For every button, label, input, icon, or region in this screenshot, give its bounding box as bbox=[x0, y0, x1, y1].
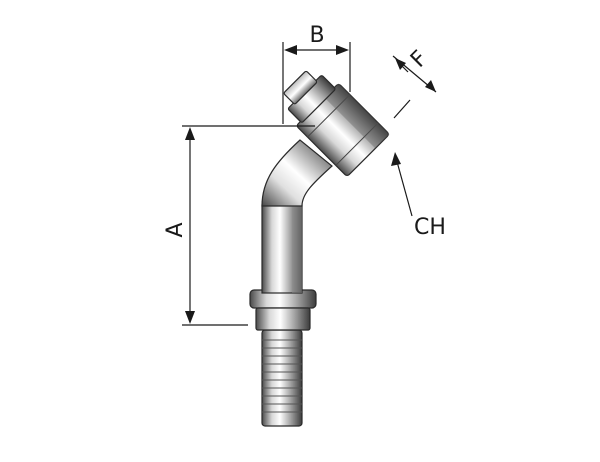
bend bbox=[261, 139, 333, 207]
callout-ch: CH bbox=[391, 152, 446, 240]
label-f: F bbox=[406, 46, 433, 73]
label-ch: CH bbox=[414, 215, 446, 240]
swivel-nut bbox=[283, 70, 390, 177]
serrations bbox=[262, 339, 302, 413]
hose-tail bbox=[261, 329, 303, 427]
label-b: B bbox=[309, 23, 324, 48]
stem bbox=[261, 204, 303, 294]
dimension-b: B bbox=[282, 23, 351, 124]
collar bbox=[249, 289, 317, 331]
label-a: A bbox=[163, 222, 188, 237]
dimension-a: A bbox=[163, 125, 315, 326]
dimension-f: F bbox=[392, 46, 437, 119]
